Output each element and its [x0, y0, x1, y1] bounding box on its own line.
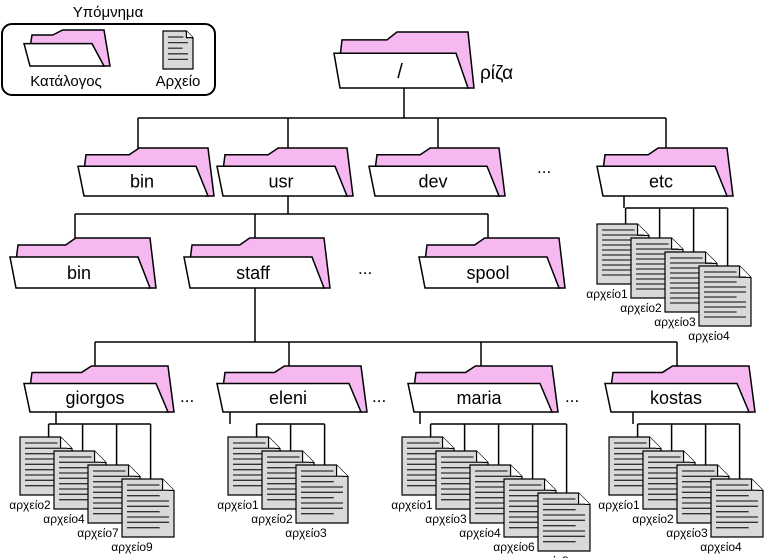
file-fold: [335, 465, 348, 478]
files: αρχείο1αρχείο2αρχείο3αρχείο4αρχείο2αρχεί…: [9, 223, 764, 558]
folder-giorgos: giorgos: [23, 365, 175, 413]
file-page: [698, 265, 752, 327]
file-label: αρχείο6: [493, 540, 535, 554]
file-label: αρχείο1: [217, 498, 259, 512]
file-label: αρχείο3: [654, 315, 696, 329]
file-maria-5: [537, 492, 591, 552]
file-icon: [162, 30, 194, 70]
file-label: αρχείο1: [586, 287, 628, 301]
file-label: αρχείο3: [425, 512, 467, 526]
folder-label: staff: [236, 263, 271, 283]
file-fold: [127, 465, 140, 478]
legend-file-label: Αρχείο: [156, 73, 201, 90]
folder-label: maria: [456, 388, 502, 408]
folder-label: usr: [268, 172, 293, 192]
folder-etc-level1: etc: [596, 147, 734, 197]
folder-front: [216, 165, 349, 197]
file-fold: [161, 479, 174, 492]
folder-bin-level1: bin: [77, 147, 215, 197]
folder-front: [604, 382, 751, 413]
file-label: αρχείο2: [9, 498, 51, 512]
ellipsis-level3-b: ...: [372, 387, 386, 406]
folder-front: [216, 382, 363, 413]
file-label: αρχείο3: [666, 526, 708, 540]
file-giorgos-4: [121, 478, 175, 538]
ellipsis-level3-c: ...: [565, 387, 579, 406]
folder-bin-level2: bin: [9, 237, 157, 289]
file-label: αρχείο9: [111, 540, 153, 554]
folder-front: [23, 42, 106, 67]
file-eleni-3: [295, 464, 349, 524]
folder-front: [418, 256, 561, 289]
file-label: αρχείο4: [43, 512, 85, 526]
ellipsis-marks: ... ... ... ... ...: [180, 158, 579, 406]
folder-front: [596, 165, 729, 197]
folder-label: bin: [130, 172, 154, 192]
ellipsis-level3-a: ...: [180, 387, 194, 406]
folder-front: [368, 165, 501, 197]
legend-file-icon: [162, 30, 194, 70]
folder-label: giorgos: [65, 388, 124, 408]
folder-front: [183, 256, 326, 289]
file-label: αρχείο3: [285, 526, 327, 540]
folder-root: /: [333, 31, 475, 89]
legend-directory-label: Κατάλογος: [30, 73, 102, 90]
folder-maria: maria: [407, 365, 559, 413]
folder-spool-level2: spool: [418, 237, 566, 289]
file-fold: [475, 451, 488, 464]
file-label: αρχείο7: [77, 526, 119, 540]
file-label: αρχείο1: [598, 498, 640, 512]
folder-dev-level1: dev: [368, 147, 506, 197]
legend-folder-icon: [23, 29, 111, 67]
folder-label: etc: [649, 172, 673, 192]
file-fold: [93, 451, 106, 464]
folders: / bin usr dev etc bin staff spool giorgos eleni ma…: [9, 31, 756, 413]
legend: Υπόμνημα Κατάλογος Αρχείο: [1, 4, 216, 96]
file-kostas-4: [710, 478, 764, 538]
file-label: αρχείο2: [632, 512, 674, 526]
file-label: αρχείο2: [251, 512, 293, 526]
file-fold: [267, 437, 280, 450]
file-label: αρχείο2: [620, 301, 662, 315]
folder-label: kostas: [650, 388, 702, 408]
file-fold: [185, 31, 193, 39]
folder-eleni: eleni: [216, 365, 368, 413]
folder-front: [407, 382, 554, 413]
tree-connectors: [47, 88, 741, 495]
folder-label: /: [397, 61, 403, 83]
folder-staff-level2: staff: [183, 237, 331, 289]
ellipsis-level2: ...: [358, 259, 372, 278]
root-caption: ρίζα: [480, 63, 513, 84]
file-label: αρχείο4: [700, 540, 742, 554]
folder-front: [23, 382, 170, 413]
ellipsis-level1: ...: [537, 158, 551, 177]
file-label: αρχείο4: [459, 526, 501, 540]
folder-label: spool: [466, 263, 509, 283]
folder-front: [77, 165, 210, 197]
folder-icon: [23, 29, 111, 67]
folder-front: [333, 52, 470, 89]
legend-title: Υπόμνημα: [73, 4, 144, 21]
folder-usr-level1: usr: [216, 147, 354, 197]
file-label: αρχείο1: [391, 498, 433, 512]
folder-label: eleni: [269, 388, 307, 408]
file-fold: [441, 437, 454, 450]
folder-label: dev: [418, 172, 447, 192]
folder-label: bin: [67, 263, 91, 283]
folder-kostas: kostas: [604, 365, 756, 413]
file-label: αρχείο4: [688, 329, 730, 343]
folder-front: [9, 256, 152, 289]
file-etc-4: [698, 265, 752, 327]
file-fold: [59, 437, 72, 450]
file-label: αρχείο8: [527, 554, 569, 558]
file-fold: [301, 451, 314, 464]
